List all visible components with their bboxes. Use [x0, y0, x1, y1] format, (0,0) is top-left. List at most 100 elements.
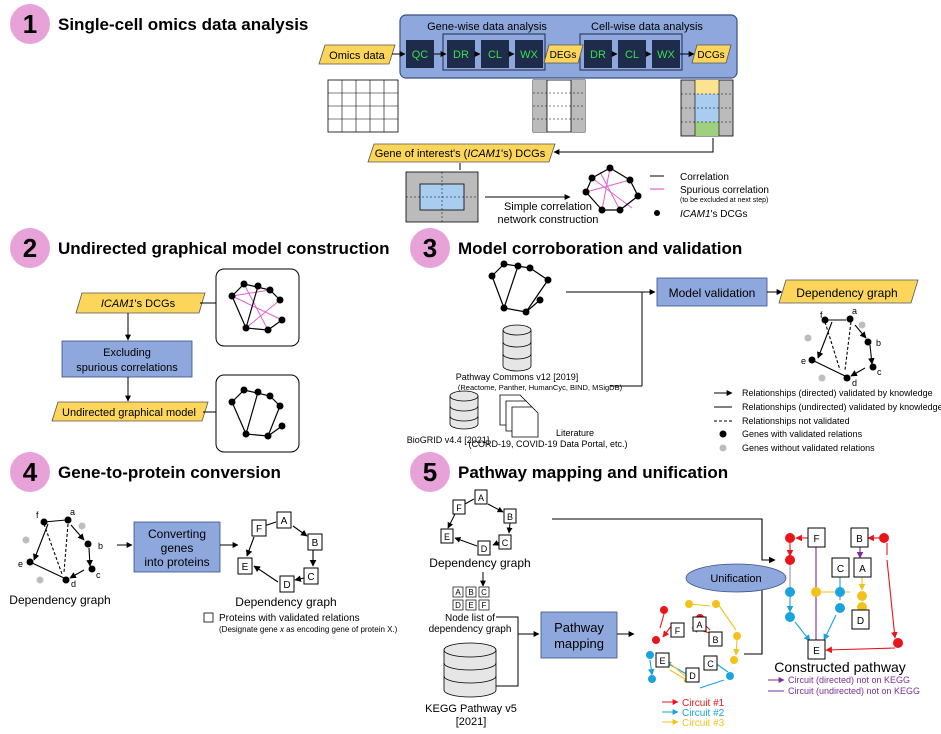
correlation-network	[582, 164, 642, 214]
simple-corr-line2: network construction	[498, 214, 599, 226]
gene-label-f: f	[36, 510, 39, 520]
converting-line1: Converting	[148, 527, 206, 541]
node-label-d: d	[852, 378, 857, 388]
matrix-raw	[327, 79, 399, 133]
section5-protein-graph: F A B C D E	[440, 489, 517, 556]
literature-sub: (CORD-19, COVID-19 Data Portal, etc.)	[468, 439, 627, 449]
gene-label-d: d	[71, 579, 76, 589]
icam1-dcgs-label: ICAM1's DCGs	[101, 298, 176, 310]
protein-A-1: A	[281, 516, 288, 527]
protein-F-2: F	[456, 503, 462, 513]
matrix-dcgs	[680, 79, 734, 137]
undirected-model-label: Undirected graphical model	[62, 407, 196, 419]
gene-label-b: b	[98, 541, 103, 551]
simple-corr-line1: Simple correlation	[504, 201, 592, 213]
cl-label-1: CL	[488, 49, 502, 61]
node-list-C: C	[481, 588, 487, 597]
protein-F-1: F	[256, 524, 262, 535]
node-list-label1: Node list of	[445, 613, 495, 624]
constructed-protein-F: F	[813, 534, 819, 545]
pathway-commons-db-icon	[502, 324, 532, 372]
qc-box	[406, 40, 434, 68]
model-validation-box	[656, 277, 768, 307]
dependency-graph-labeled: f a b c d e	[801, 306, 882, 388]
kegg-label2: [2021]	[456, 716, 487, 728]
step-3-number: 3	[423, 233, 437, 263]
unification-ellipse	[685, 563, 787, 593]
designate-note: (Designate gene x as encoding gene of pr…	[219, 625, 398, 634]
protein-B-2: B	[507, 512, 513, 522]
protein-dependency-graph: F A B C D E	[237, 511, 323, 593]
gene-label-e: e	[18, 559, 23, 569]
wx-box-2	[652, 40, 680, 68]
gene-of-interest-label: Gene of interest's (ICAM1's) DCGs	[375, 148, 546, 160]
node-label-e: e	[801, 356, 806, 366]
legend-spurious: Spurious correlation	[680, 185, 769, 196]
section-1: 1 Single-cell omics data analysis Gene-w…	[10, 4, 769, 226]
wx-box-1	[515, 40, 543, 68]
legend3-genes-validated: Genes with validated relations	[742, 429, 863, 439]
node-label-a: a	[852, 306, 857, 316]
node-label-b: b	[876, 338, 881, 348]
step-1-circle	[10, 4, 50, 44]
omics-data-label: Omics data	[329, 50, 386, 62]
constructed-pathway-label: Constructed pathway	[774, 659, 906, 675]
dr-box-1	[447, 40, 475, 68]
node-list-E: E	[468, 601, 473, 610]
node-list-A: A	[455, 588, 461, 597]
mapped-circuits: F A B C D E	[646, 600, 741, 689]
section-2: 2 Undirected graphical model constructio…	[10, 228, 390, 453]
mapped-protein-F: F	[675, 626, 681, 636]
mapped-protein-C: C	[707, 659, 714, 669]
step-4-title: Gene-to-protein conversion	[58, 463, 281, 482]
gene-label-a: a	[70, 507, 75, 517]
node-list-F: F	[482, 601, 487, 610]
degs-box	[543, 44, 584, 64]
cl-box-2	[618, 40, 646, 68]
legend3-not-validated: Relationships not validated	[742, 416, 850, 426]
cell-wise-label: Cell-wise data analysis	[591, 21, 703, 33]
gene-of-interest-box	[367, 143, 556, 163]
cl-label-2: CL	[625, 49, 639, 61]
mapped-protein-B: B	[712, 635, 718, 645]
node-list-D: D	[455, 601, 461, 610]
protein-C-2: C	[502, 538, 509, 548]
dependency-graph-label: Dependency graph	[796, 286, 897, 300]
constructed-protein-D: D	[857, 616, 864, 627]
gene-dependency-graph: f a b c d e	[18, 507, 103, 589]
step-4-number: 4	[23, 457, 38, 487]
step-1-title: Single-cell omics data analysis	[58, 15, 308, 34]
proteins-validated-legend: Proteins with validated relations	[219, 613, 360, 624]
circuit1-legend: Circuit #1	[682, 698, 725, 709]
model-validation-label: Model validation	[669, 286, 756, 300]
step-1-number: 1	[23, 9, 37, 39]
legend-correlation: Correlation	[680, 172, 729, 183]
step-2-circle	[10, 228, 50, 268]
section-5: 5 Pathway mapping and unification F A B …	[410, 452, 920, 729]
pathway-mapping-line2: mapping	[554, 636, 604, 651]
matrix-icam1	[405, 171, 479, 223]
degs-label: DEGs	[550, 50, 577, 61]
node-list-grid: A B C D E F	[452, 586, 490, 611]
node-list-B: B	[468, 588, 473, 597]
step-3-title: Model corroboration and validation	[458, 239, 742, 258]
node-label-c: c	[877, 367, 882, 377]
step-2-title: Undirected graphical model construction	[58, 239, 390, 258]
wx-label-2: WX	[657, 49, 675, 61]
network-undirected	[228, 386, 286, 440]
qc-label: QC	[412, 49, 429, 61]
step-4-circle	[10, 452, 50, 492]
network-panel-2	[215, 374, 300, 453]
dcgs-box	[691, 44, 732, 64]
protein-C-1: C	[307, 572, 314, 583]
protein-dep-graph-label: Dependency graph	[235, 595, 336, 609]
kegg-db-icon	[443, 642, 497, 698]
section-3: 3 Model corroboration and validation Mod…	[407, 228, 941, 453]
step-5-title: Pathway mapping and unification	[458, 463, 728, 482]
step-2-number: 2	[23, 233, 37, 263]
kegg-label1: KEGG Pathway v5	[425, 703, 517, 715]
circuit2-legend: Circuit #2	[682, 708, 725, 719]
section-4: 4 Gene-to-protein conversion f	[9, 452, 398, 634]
literature-label: Literature	[556, 428, 594, 438]
omics-data-box	[318, 44, 396, 65]
